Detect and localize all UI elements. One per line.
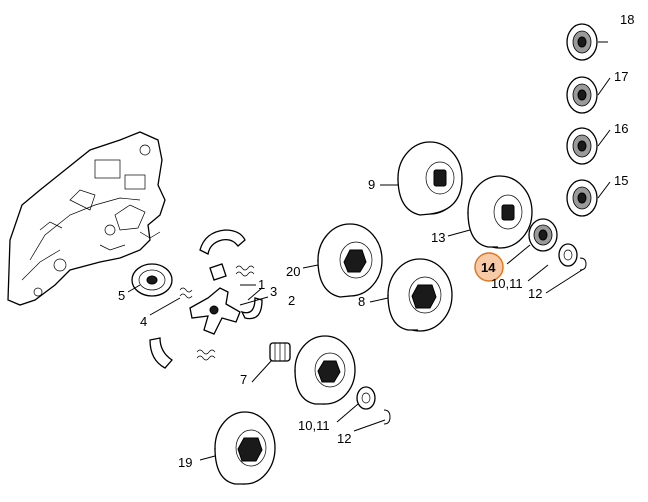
callout-3: 3 — [270, 284, 277, 299]
callout-17: 17 — [614, 69, 628, 84]
part-14-bearing — [528, 218, 558, 252]
callout-16: 16 — [614, 121, 628, 136]
callout-1: 1 — [258, 277, 265, 292]
engine-housing — [7, 131, 166, 306]
clip-upper — [579, 257, 587, 271]
clutch-assembly — [149, 229, 263, 369]
drum-top — [397, 141, 463, 216]
clutch-spring-top — [235, 265, 255, 277]
highlight-marker — [474, 252, 504, 282]
drum-lower-sprocket — [294, 335, 356, 405]
callout-8: 8 — [358, 294, 365, 309]
clip-lower — [383, 409, 391, 425]
part-15-bearing — [566, 179, 598, 217]
part-7-needle-bearing — [269, 342, 291, 362]
callout-20: 20 — [286, 264, 300, 279]
clutch-spring-bottom — [196, 349, 216, 361]
callout-19: 19 — [178, 455, 192, 470]
callout-18: 18 — [620, 12, 634, 27]
washer-upper — [558, 243, 578, 267]
callout-labels: 1 3 2 4 5 20 13 14 10,11 12 18 17 16 15 … — [118, 12, 634, 470]
callout-7: 7 — [240, 372, 247, 387]
drum-19 — [214, 411, 276, 485]
callout-9: 9 — [368, 177, 375, 192]
callout-15: 15 — [614, 173, 628, 188]
callout-4: 4 — [140, 314, 147, 329]
callout-13: 13 — [431, 230, 445, 245]
clutch-spring-left — [179, 287, 193, 299]
drum-middle-sprocket — [387, 258, 453, 332]
callout-2: 2 — [288, 293, 295, 308]
part-16-bearing — [566, 127, 598, 165]
callout-5: 5 — [118, 288, 125, 303]
part-5-disc — [131, 263, 173, 297]
callout-12-lower: 12 — [337, 431, 351, 446]
callout-14: 14 — [481, 260, 496, 275]
drum-20 — [317, 223, 383, 298]
drum-13 — [467, 175, 533, 249]
part-17-bearing — [566, 76, 598, 114]
leader-lines — [127, 41, 611, 461]
callout-10-11-upper: 10,11 — [491, 276, 523, 291]
part-18-bearing — [566, 23, 598, 61]
callout-12-upper: 12 — [528, 286, 542, 301]
washer-lower — [356, 386, 376, 410]
callout-10-11-lower: 10,11 — [298, 418, 330, 433]
